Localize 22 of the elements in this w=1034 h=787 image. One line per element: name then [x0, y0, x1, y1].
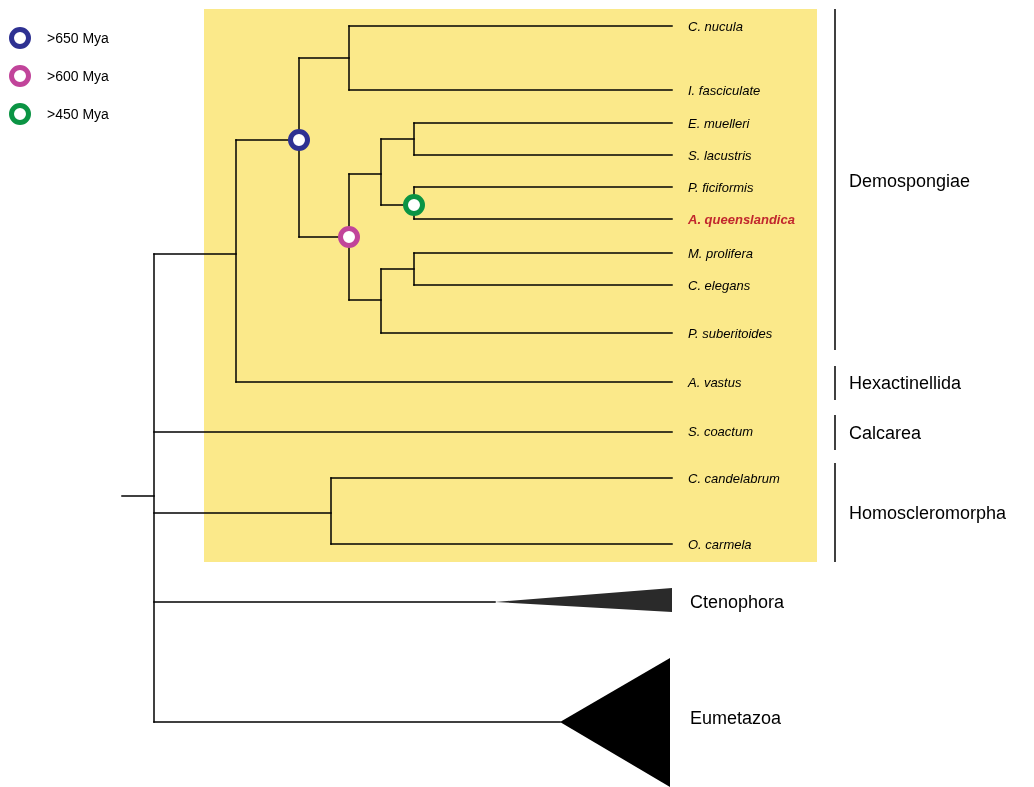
taxon-name: O. carmela [688, 537, 752, 551]
taxon-name: M. prolifera [688, 246, 754, 260]
legend-label: >600 Mya [47, 68, 109, 84]
taxon-name: S. coactum [688, 424, 754, 438]
legend-label: >650 Mya [47, 30, 109, 46]
legend-label: >450 Mya [47, 106, 109, 122]
clade-name: Calcarea [849, 424, 922, 442]
taxon-name: I. fasciculate [688, 83, 761, 97]
taxon-name: P. suberitoides [688, 326, 773, 340]
clade-name: Ctenophora [690, 593, 785, 611]
clade-name: Eumetazoa [690, 709, 782, 727]
taxon-name: A. queenslandica [688, 212, 795, 226]
taxon-name: P. ficiformis [688, 180, 754, 194]
taxon-name: S. lacustris [688, 148, 752, 162]
taxon-name: C. nucula [688, 19, 743, 33]
taxon-name: C. candelabrum [688, 471, 780, 485]
clade-name: Demospongiae [849, 172, 971, 190]
clade-name: Homoscleromorpha [849, 504, 1007, 522]
taxon-name: C. elegans [688, 278, 751, 292]
clade-name: Hexactinellida [849, 374, 962, 392]
taxon-name: E. muelleri [688, 116, 750, 130]
taxon-name: A. vastus [688, 375, 742, 389]
